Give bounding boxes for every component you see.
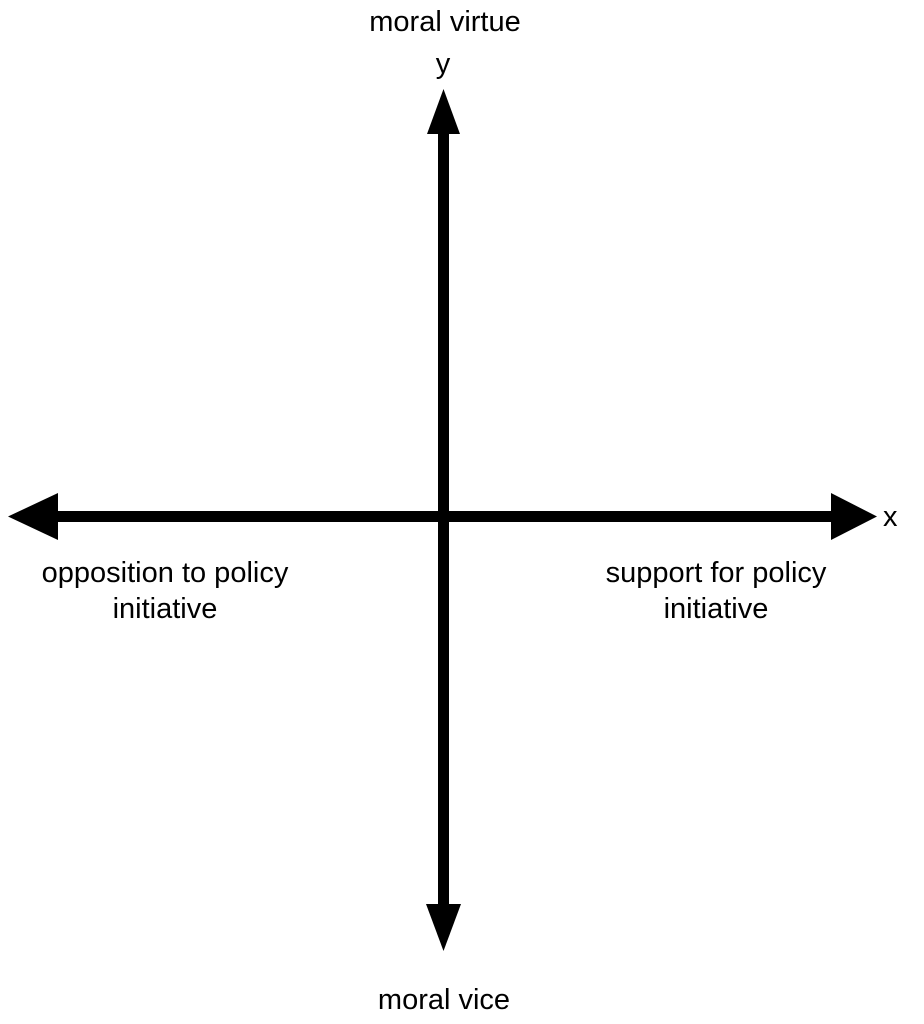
x-axis-letter: x [883,501,898,533]
y-axis-bottom-arrowhead-icon [426,904,461,951]
y-axis-negative-label: moral vice [377,984,511,1016]
x-axis-right-arrowhead-icon [831,493,877,540]
y-axis-positive-label: moral virtue [369,6,521,38]
x-axis-negative-label: opposition to policy initiative [41,557,289,625]
x-axis-positive-label: support for policy initiative [605,557,827,625]
y-axis-top-arrowhead-icon [427,89,460,134]
y-axis-line [438,125,449,910]
y-axis-letter: y [435,48,451,80]
x-axis-left-arrowhead-icon [8,493,58,540]
